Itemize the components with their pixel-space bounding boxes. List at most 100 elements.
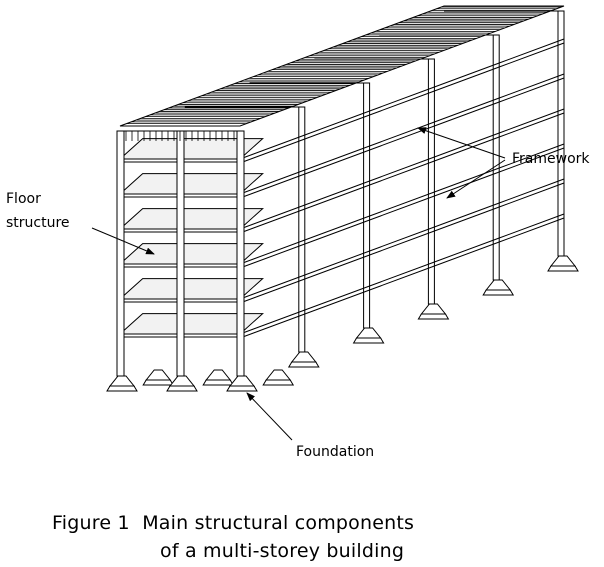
footing-base xyxy=(226,385,258,392)
frame xyxy=(239,106,320,368)
side-beam xyxy=(499,178,565,204)
side-beam xyxy=(499,147,565,173)
side-beam xyxy=(304,219,370,245)
footing-pyramid xyxy=(108,375,136,387)
side-beam xyxy=(434,136,500,162)
side-beam xyxy=(499,143,565,169)
side-beam xyxy=(434,62,500,88)
side-beam xyxy=(239,138,305,164)
side-beam xyxy=(239,134,305,160)
figure-caption-line1: Figure 1 Main structural components xyxy=(52,512,415,534)
side-beam xyxy=(369,226,435,252)
side-beam xyxy=(434,66,500,92)
floor-structure-label-line2: structure xyxy=(6,215,70,231)
roof-slab xyxy=(119,5,565,132)
side-beam xyxy=(304,149,370,175)
footing-base xyxy=(142,379,175,386)
side-beam xyxy=(304,184,370,210)
foundation-arrow xyxy=(246,392,293,441)
side-beam xyxy=(239,173,305,199)
side-beam xyxy=(369,125,435,151)
side-beam xyxy=(304,250,370,276)
front-frame xyxy=(106,130,295,392)
foundation-label: Foundation xyxy=(296,444,374,460)
floor-slab xyxy=(118,243,264,265)
side-beam xyxy=(499,112,565,138)
side-beam xyxy=(499,213,565,239)
column xyxy=(116,130,125,377)
side-beam xyxy=(434,97,500,123)
footing-base xyxy=(262,379,295,386)
floor-structure-label-line1: Floor xyxy=(6,191,41,207)
floor-slab xyxy=(118,313,264,335)
side-beam xyxy=(369,265,435,291)
side-beam xyxy=(239,313,305,339)
side-beam xyxy=(369,191,435,217)
footing-base xyxy=(166,385,198,392)
frame xyxy=(304,82,385,344)
footing-pyramid xyxy=(290,351,317,363)
side-beam xyxy=(304,289,370,315)
footing-pyramid xyxy=(420,303,447,315)
side-beam xyxy=(434,171,500,197)
frame xyxy=(369,58,450,320)
floor-slab xyxy=(118,173,264,195)
side-beam xyxy=(239,208,305,234)
side-beam xyxy=(239,309,305,335)
footing-pyramid xyxy=(228,375,256,387)
footing-base xyxy=(417,313,450,320)
side-beam xyxy=(499,217,565,243)
footing-base xyxy=(547,265,579,272)
side-beam xyxy=(499,73,565,99)
side-beam xyxy=(499,77,565,103)
footing-pyramid xyxy=(205,369,232,381)
footing-pyramid xyxy=(485,279,512,291)
column xyxy=(236,130,245,377)
floor-structure-annotation: Floor structure xyxy=(6,191,155,255)
side-beam xyxy=(239,204,305,230)
side-beam xyxy=(499,182,565,208)
side-beam xyxy=(369,230,435,256)
side-beam xyxy=(304,254,370,280)
framework-arrow-upper xyxy=(417,127,506,159)
side-beam xyxy=(369,261,435,287)
footing-pyramid xyxy=(145,369,172,381)
footing-pyramid xyxy=(168,375,196,387)
side-beam xyxy=(304,215,370,241)
footing-base xyxy=(202,379,235,386)
framework-arrow-lower xyxy=(446,159,506,199)
side-beam xyxy=(304,114,370,140)
side-beam xyxy=(304,110,370,136)
footing-base xyxy=(352,337,385,344)
side-beam xyxy=(499,42,565,68)
footing-pyramid xyxy=(549,255,577,267)
side-beam xyxy=(434,206,500,232)
side-beam xyxy=(239,274,305,300)
side-beam xyxy=(369,121,435,147)
side-beam xyxy=(499,38,565,64)
footing-base xyxy=(287,361,320,368)
footing-pyramid xyxy=(355,327,382,339)
side-beam xyxy=(434,167,500,193)
footing-pyramid xyxy=(265,369,292,381)
side-beam xyxy=(239,278,305,304)
figure-caption-line2: of a multi-storey building xyxy=(160,540,405,562)
side-beam xyxy=(434,241,500,267)
side-beam xyxy=(304,285,370,311)
floor-structure-arrow xyxy=(91,227,155,255)
side-beam xyxy=(499,108,565,134)
side-beam xyxy=(369,195,435,221)
side-beam xyxy=(369,156,435,182)
framework-label: Framework xyxy=(512,151,590,167)
frame xyxy=(434,34,515,296)
floor-slab xyxy=(118,278,264,300)
side-beam xyxy=(304,180,370,206)
frame xyxy=(499,10,579,272)
side-beam xyxy=(239,239,305,265)
floor-slab xyxy=(118,208,264,230)
footing-base xyxy=(482,289,515,296)
column xyxy=(176,130,185,377)
side-beam xyxy=(434,237,500,263)
side-beam xyxy=(369,86,435,112)
